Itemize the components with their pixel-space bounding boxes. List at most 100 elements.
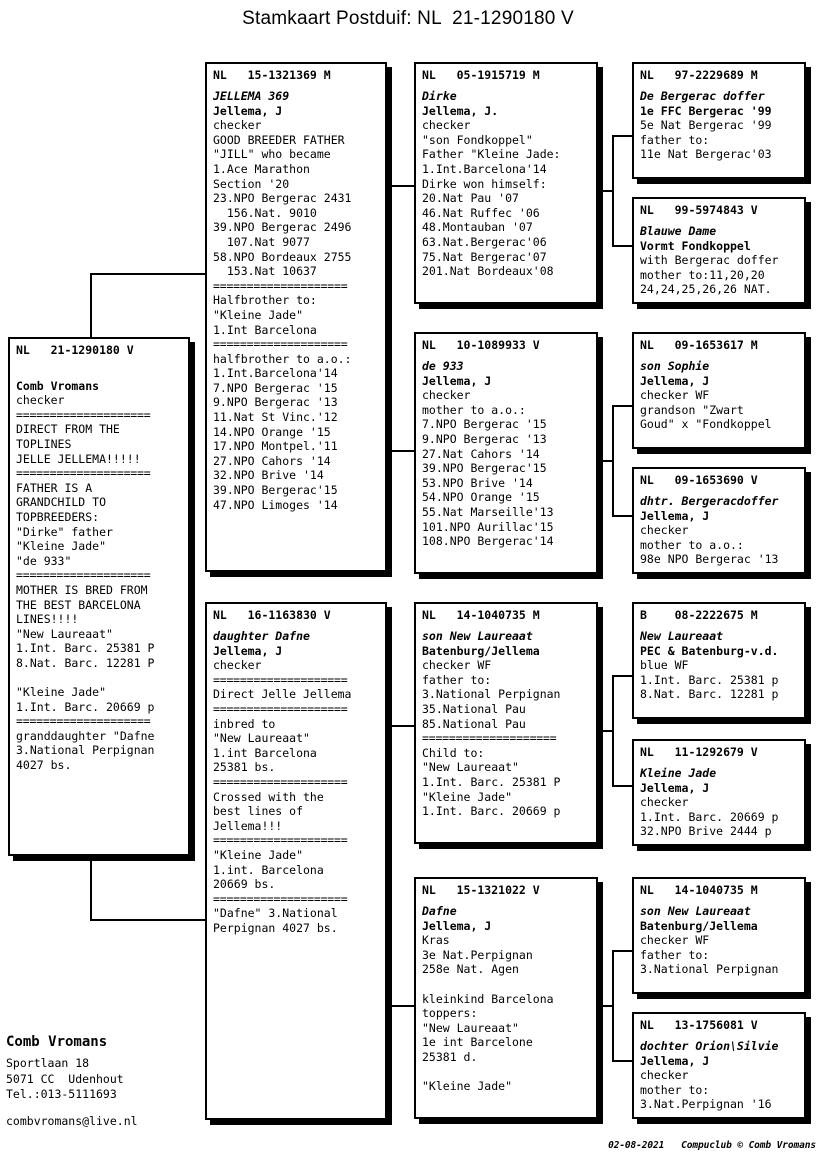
box-text-line: ==================== bbox=[213, 701, 348, 716]
box-text-line: with Bergerac doffer bbox=[640, 253, 779, 268]
owner-block: Comb Vromans Sportlaan 18 5071 CC Udenho… bbox=[6, 1032, 236, 1129]
connector-g2father-vertical bbox=[390, 185, 392, 450]
box-text-line: "Kleine Jade" bbox=[16, 539, 107, 554]
box-text-line: 258e Nat. Agen bbox=[422, 962, 519, 977]
box-text-line: TOPLINES bbox=[16, 436, 72, 451]
box-text-line: Jellema, J bbox=[640, 780, 710, 795]
box-text-line: JELLE JELLEMA!!!!! bbox=[16, 451, 141, 466]
box-text-line bbox=[16, 364, 183, 379]
ring-number: NL 09-1653617 M bbox=[640, 338, 758, 352]
owner-name: Comb Vromans bbox=[6, 1034, 108, 1050]
owner-address-line2: 5071 CC Udenhout bbox=[6, 1071, 124, 1086]
owner-address-line1: Sportlaan 18 bbox=[6, 1056, 90, 1070]
box-text-line: 3.Nat.Perpignan '16 bbox=[640, 1097, 772, 1112]
box-text-line: 8.Nat. Barc. 12281 p bbox=[640, 687, 779, 702]
connector-g3d-in bbox=[600, 1005, 613, 1007]
box-text-line: MOTHER IS BRED FROM bbox=[16, 582, 148, 597]
box-text-line: "JILL" who became bbox=[213, 147, 331, 162]
box-text-line: ==================== bbox=[213, 672, 348, 687]
box-text-line: 58.NPO Bordeaux 2755 bbox=[213, 249, 352, 264]
box-text-line: father to: bbox=[640, 947, 710, 962]
box-text-line: Perpignan 4027 bs. bbox=[213, 920, 338, 935]
owner-email: combvromans@live.nl bbox=[6, 1113, 138, 1128]
box-text-line: 35.National Pau bbox=[422, 701, 526, 716]
box-text-line: 3.National Perpignan bbox=[16, 743, 155, 758]
box-text-line: mother to a.o.: bbox=[422, 402, 526, 417]
box-text-line: checker bbox=[640, 523, 689, 538]
box-text-line: Kleine Jade bbox=[640, 766, 717, 780]
box-text-line: 156.Nat. 9010 bbox=[213, 205, 317, 220]
box-text-line: "New Laureaat" bbox=[213, 731, 310, 746]
box-text-line: Jellema, J bbox=[422, 373, 492, 388]
box-text-line: Dirke won himself: bbox=[422, 176, 547, 191]
box-text-line: "de 933" bbox=[16, 553, 72, 568]
box-text-line: mother to: bbox=[640, 1082, 710, 1097]
box-text-line: Jellema, J bbox=[640, 373, 710, 388]
box-text-line: Dafne bbox=[422, 904, 457, 918]
box-text-line: kleinkind Barcelona bbox=[422, 991, 554, 1006]
box-text-line: 1.int Barcelona bbox=[213, 745, 317, 760]
box-text-line: 39.NPO Bergerac 2496 bbox=[213, 220, 352, 235]
box-text-line: best lines of bbox=[213, 804, 304, 819]
box-text-line: "Kleine Jade" bbox=[16, 685, 107, 700]
box-text-line: ==================== bbox=[16, 407, 151, 422]
box-text-line: checker WF bbox=[640, 933, 710, 948]
box-text-line: 39.NPO Bergerac'15 bbox=[422, 461, 547, 476]
connector-g2mother-in bbox=[385, 862, 391, 864]
box-text-line: 3.National Perpignan bbox=[422, 687, 561, 702]
ring-number: B 08-2222675 M bbox=[640, 608, 758, 622]
box-text-line: 1.Int. Barc. 25381 P bbox=[422, 774, 561, 789]
box-text-line: ==================== bbox=[16, 714, 151, 729]
box-text-line: father to: bbox=[422, 672, 492, 687]
box-text-line: 17.NPO Montpel.'11 bbox=[213, 439, 338, 454]
box-text-line: 9.NPO Bergerac '13 bbox=[213, 395, 338, 410]
box-text-line: son Sophie bbox=[640, 359, 710, 373]
box-text-line: 32.NPO Brive 2444 p bbox=[640, 824, 772, 839]
box-text-line: Batenburg/Jellema bbox=[422, 643, 540, 658]
box-text-line: GRANDCHILD TO bbox=[16, 495, 107, 510]
connector-g3b-bottom bbox=[612, 515, 632, 517]
box-text-line: 101.NPO Aurillac'15 bbox=[422, 519, 554, 534]
box-text-line: 1.Int. Barc. 20669 p bbox=[640, 809, 779, 824]
box-text-line: 54.NPO Orange '15 bbox=[422, 490, 540, 505]
box-text-line: 20669 bs. bbox=[213, 877, 276, 892]
box-text-line: FATHER IS A bbox=[16, 480, 93, 495]
box-text-line: TOPBREEDERS: bbox=[16, 509, 100, 524]
box-text-line: 11e Nat Bergerac'03 bbox=[640, 147, 772, 162]
box-text-line: "Dirke" father bbox=[16, 524, 113, 539]
box-text-line: 20.Nat Pau '07 bbox=[422, 191, 519, 206]
box-text-line: Comb Vromans bbox=[16, 378, 100, 393]
ring-number: NL 97-2229689 M bbox=[640, 68, 758, 82]
box-text-line: checker bbox=[422, 118, 471, 133]
ring-number: NL 10-1089933 V bbox=[422, 338, 540, 352]
box-text-line: "Kleine Jade" bbox=[213, 307, 304, 322]
box-text-line: father to: bbox=[640, 132, 710, 147]
box-text-line bbox=[16, 670, 183, 685]
box-text-line: GOOD BREEDER FATHER bbox=[213, 132, 345, 147]
box-text-line: inbred to bbox=[213, 716, 276, 731]
box-text-line: Jellema, J bbox=[640, 1053, 710, 1068]
box-text-line: Jellema, J bbox=[213, 643, 283, 658]
